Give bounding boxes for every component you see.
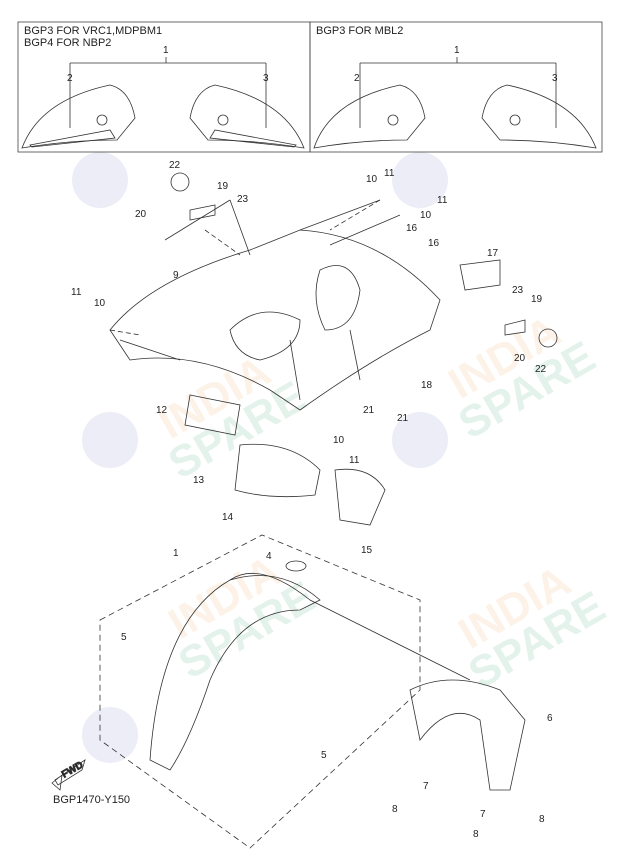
callout: 2 [67,73,73,84]
side-cover-graphics-right [313,57,597,149]
callout: 1 [163,45,169,56]
callout: 9 [173,270,179,281]
side-cover-graphics-left [21,57,305,149]
callout: 23 [512,285,524,296]
callout: 23 [237,194,249,205]
callout: 8 [392,804,398,815]
callout: 5 [121,632,127,643]
cover-13 [234,443,321,498]
panel-left-line2: BGP4 FOR NBP2 [24,37,112,49]
callout: 19 [531,294,543,305]
callout: 17 [487,248,499,259]
callout: 7 [423,781,429,792]
callout: 12 [156,405,168,416]
callout: 7 [480,809,486,820]
callout: 11 [349,455,360,466]
callout: 21 [397,413,409,424]
panel-left-header: BGP3 FOR VRC1,MDPBM1 BGP4 FOR NBP2 [24,25,162,49]
fwd-arrow-icon: FWD [51,759,86,791]
callout: 16 [406,223,418,234]
callout: 8 [539,814,545,825]
callout: 4 [266,551,272,562]
callout: 21 [363,405,375,416]
callout: 1 [454,45,460,56]
callout: 11 [71,287,82,298]
grommet-4 [285,560,307,572]
callout: 14 [222,512,234,523]
callout: 5 [321,750,327,761]
callout: 10 [333,435,345,446]
cover-12 [184,394,241,436]
callout: 8 [473,829,479,840]
panel-right-header: BGP3 FOR MBL2 [316,25,404,37]
reflector-22 [538,328,558,348]
watermark: INDIA SPARE INDIA SPARE INDIA SPARE INDI… [72,152,613,763]
callout: 6 [547,713,553,724]
callout: 15 [361,545,373,556]
callout: 10 [94,298,106,309]
callout-labels: 1 2 3 1 2 3 22 19 23 20 10 11 11 10 16 1… [67,45,558,840]
callout: 22 [535,364,547,375]
callout: 16 [428,238,440,249]
panel-left-line1: BGP3 FOR VRC1,MDPBM1 [24,25,163,37]
fender-6 [409,679,526,791]
callout: 10 [420,210,432,221]
cover-15 [334,468,386,526]
diagram-code: BGP1470-Y150 [53,794,131,806]
callout: 10 [366,174,378,185]
front-fender-assembly [99,534,526,849]
callout: 1 [173,548,179,559]
callout: 19 [217,181,229,192]
callout: 20 [514,353,526,364]
callout: 3 [552,73,558,84]
callout: 20 [135,209,147,220]
reflector-22 [170,172,190,192]
callout: 22 [169,160,181,171]
callout: 11 [384,168,395,179]
inner-fender-assembly [109,172,558,526]
callout: 18 [421,380,433,391]
callout: 11 [437,195,448,206]
fwd-label: FWD [60,760,85,781]
callout: 13 [193,475,205,486]
callout: 3 [263,73,269,84]
reflector-17 [459,259,501,291]
callout: 2 [354,73,360,84]
